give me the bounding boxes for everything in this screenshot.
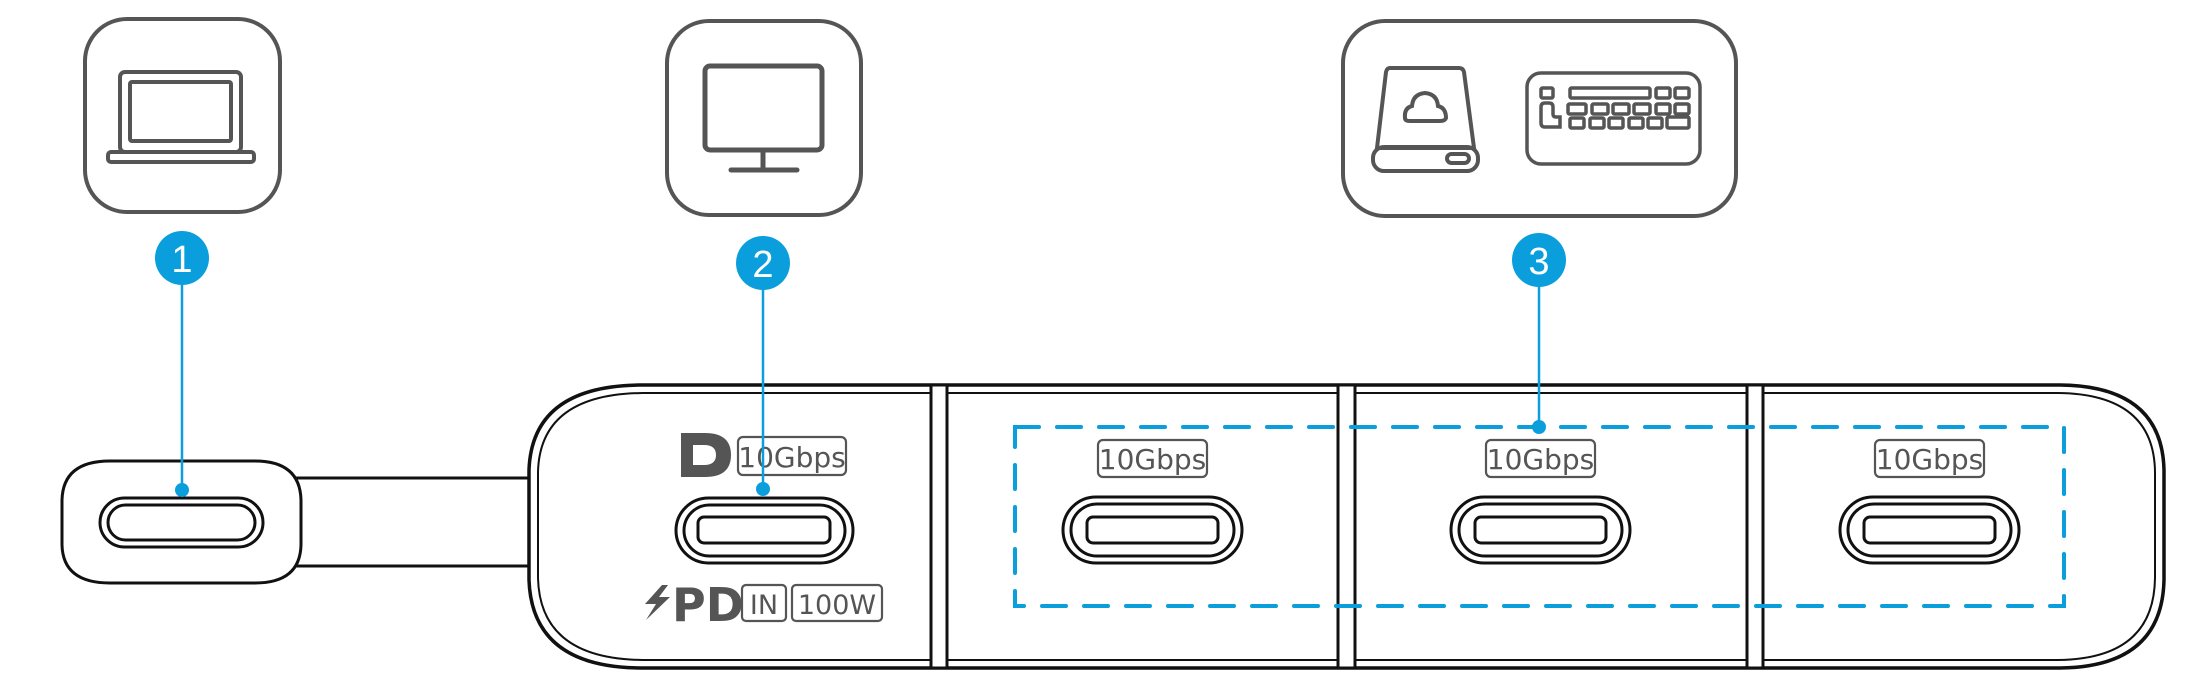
usb-c-cable: [60, 459, 534, 585]
peripherals-device-box: [1341, 19, 1738, 218]
svg-text:100W: 100W: [798, 590, 876, 621]
power-tag: 100W: [790, 583, 884, 623]
callout-badge-3: [1512, 233, 1566, 287]
callout-badge-1: [155, 231, 209, 285]
svg-text:3: 3: [1528, 241, 1549, 283]
lightning-icon: [645, 585, 670, 620]
keyboard-icon: [1525, 71, 1702, 166]
speed-tag-port-1: 10Gbps: [736, 435, 848, 477]
displayport-icon: [681, 433, 731, 477]
svg-text:1: 1: [171, 239, 192, 281]
hub-section-divider: [929, 383, 1765, 670]
usb-c-port-2: [1061, 495, 1244, 565]
callout-2: 2: [736, 236, 790, 496]
external-drive-icon: [1371, 66, 1480, 173]
usb-c-port-3: [1449, 495, 1632, 565]
callout-badge-2: [736, 236, 790, 290]
callout-3: 3: [1512, 233, 1566, 434]
svg-text:IN: IN: [750, 590, 778, 621]
svg-text:10Gbps: 10Gbps: [738, 441, 845, 474]
port-2-usb-c: 10Gbps: [1061, 438, 1244, 565]
speed-tag-port-3: 10Gbps: [1487, 443, 1594, 476]
usb-c-port-1: [674, 496, 855, 565]
port-4-usb-c: 10Gbps: [1838, 438, 2021, 565]
usb-c-port-4: [1838, 495, 2021, 565]
laptop-device-box: [83, 17, 282, 214]
pd-label: PD: [672, 578, 744, 632]
monitor-device-box: [665, 19, 863, 217]
laptop-icon: [106, 70, 256, 164]
svg-text:2: 2: [752, 244, 773, 286]
cable-plug-connector-icon: [98, 496, 265, 549]
port-1-displayport-pd: 10Gbps PD IN 100W: [645, 433, 884, 632]
callout-1: 1: [155, 231, 209, 497]
monitor-icon: [702, 63, 825, 173]
cable-plug-housing: [60, 459, 303, 585]
in-tag: IN: [740, 583, 788, 623]
speed-tag-port-2: 10Gbps: [1099, 443, 1206, 476]
port-3-usb-c: 10Gbps: [1449, 438, 1632, 565]
speed-tag-port-4: 10Gbps: [1876, 443, 1983, 476]
hub-body: [527, 383, 2166, 670]
